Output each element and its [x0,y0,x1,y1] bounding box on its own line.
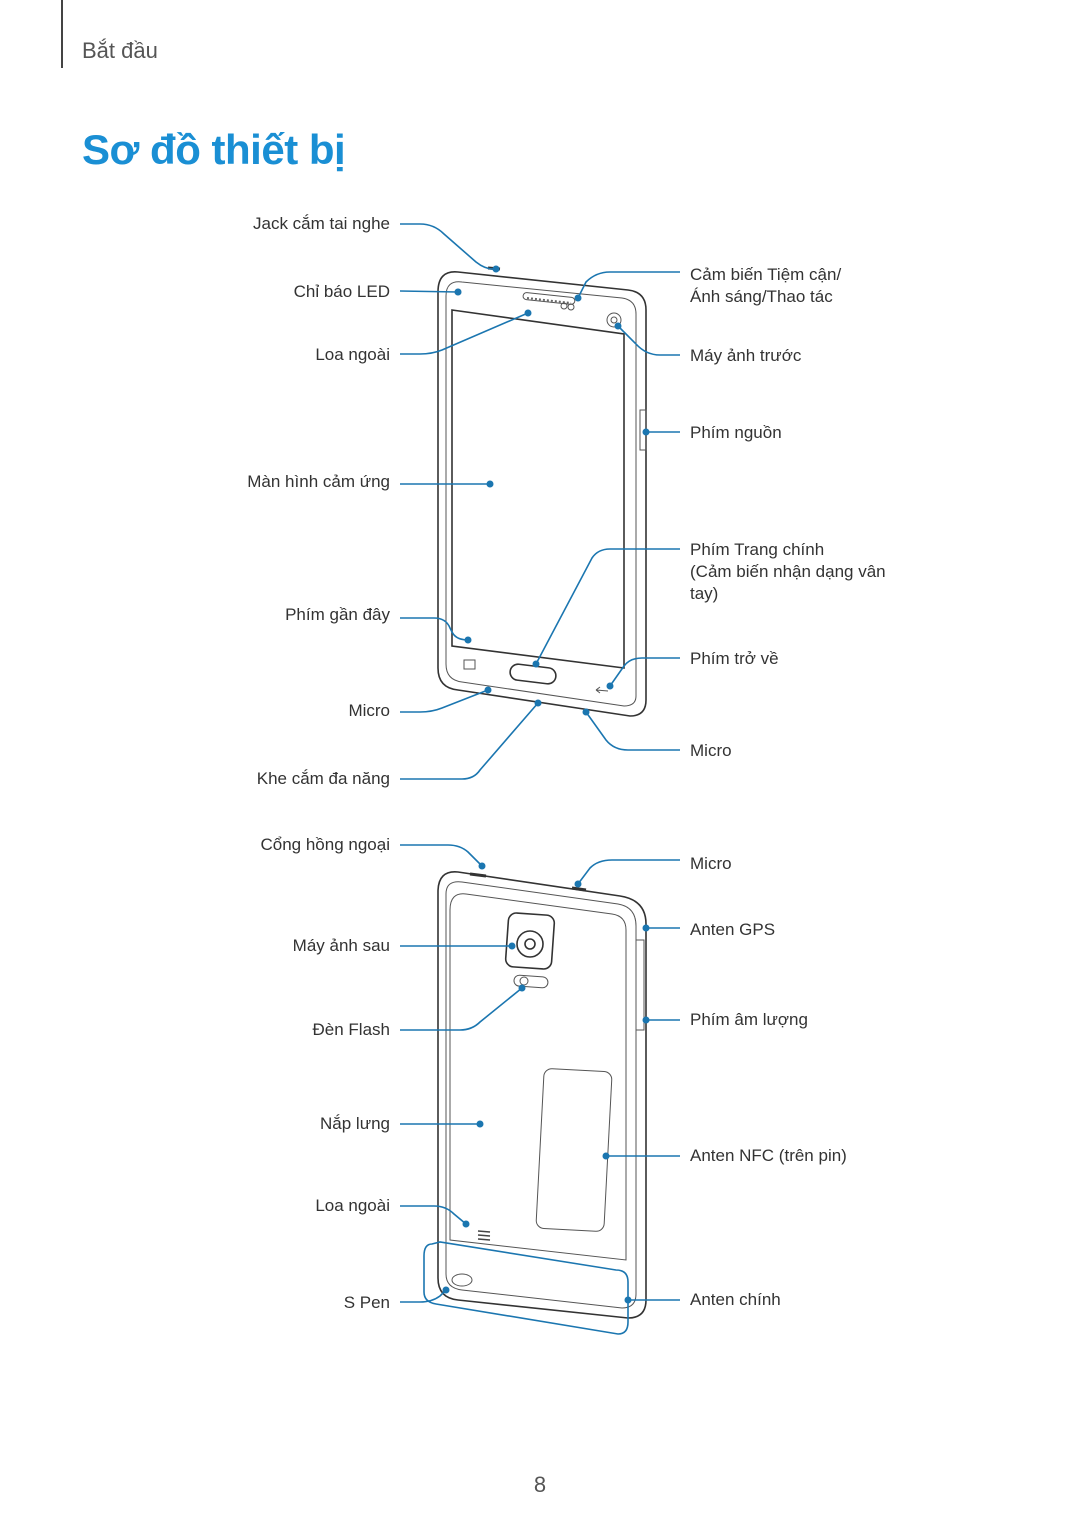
label-front-camera: Máy ảnh trước [690,346,802,365]
label-touchscreen: Màn hình cảm ứng [247,472,390,491]
label-home-key-line3: tay) [690,584,718,603]
label-back-key: Phím trở về [690,649,779,668]
label-headset-jack: Jack cắm tai nghe [253,214,390,233]
front-right-labels: Cảm biến Tiệm cận/ Ánh sáng/Thao tác Máy… [690,265,886,760]
label-recent-apps-key: Phím gần đây [285,605,390,624]
label-s-pen: S Pen [344,1293,390,1312]
label-proximity-sensor-line1: Cảm biến Tiệm cận/ [690,265,841,284]
label-volume-key: Phím âm lượng [690,1010,808,1029]
front-left-labels: Jack cắm tai nghe Chỉ báo LED Loa ngoài … [247,214,390,788]
header-side-rule [61,0,63,68]
page-title: Sơ đồ thiết bị [82,126,346,173]
page-number: 8 [533,1472,547,1497]
front-device-drawing [437,266,647,717]
label-micro-bottom-right: Micro [690,741,732,760]
label-multipurpose-jack: Khe cắm đa năng [257,769,390,788]
label-power-key: Phím nguồn [690,423,782,442]
label-home-key-line1: Phím Trang chính [690,540,824,559]
back-leader-lines [400,844,680,1335]
label-home-key-line2: (Cảm biến nhận dạng vân [690,562,886,581]
label-main-antenna: Anten chính [690,1290,781,1309]
label-ir-blaster: Cổng hồng ngoại [260,835,390,854]
label-rear-camera: Máy ảnh sau [293,936,390,955]
back-device-drawing [437,871,647,1319]
label-nfc-antenna: Anten NFC (trên pin) [690,1146,847,1165]
front-leader-lines [399,223,680,780]
back-right-labels: Micro Anten GPS Phím âm lượng Anten NFC … [690,854,847,1309]
label-back-cover: Nắp lưng [320,1114,390,1133]
label-micro-top: Micro [690,854,732,873]
label-speaker: Loa ngoài [315,1196,390,1215]
label-led-indicator: Chỉ báo LED [294,282,390,301]
section-title: Bắt đầu [82,38,158,63]
label-gps-antenna: Anten GPS [690,920,775,939]
label-micro-bottom-left: Micro [348,701,390,720]
label-earpiece-speaker: Loa ngoài [315,345,390,364]
label-flash: Đèn Flash [313,1020,390,1039]
back-left-labels: Cổng hồng ngoại Máy ảnh sau Đèn Flash Nắ… [260,835,390,1312]
label-proximity-sensor-line2: Ánh sáng/Thao tác [690,287,833,306]
